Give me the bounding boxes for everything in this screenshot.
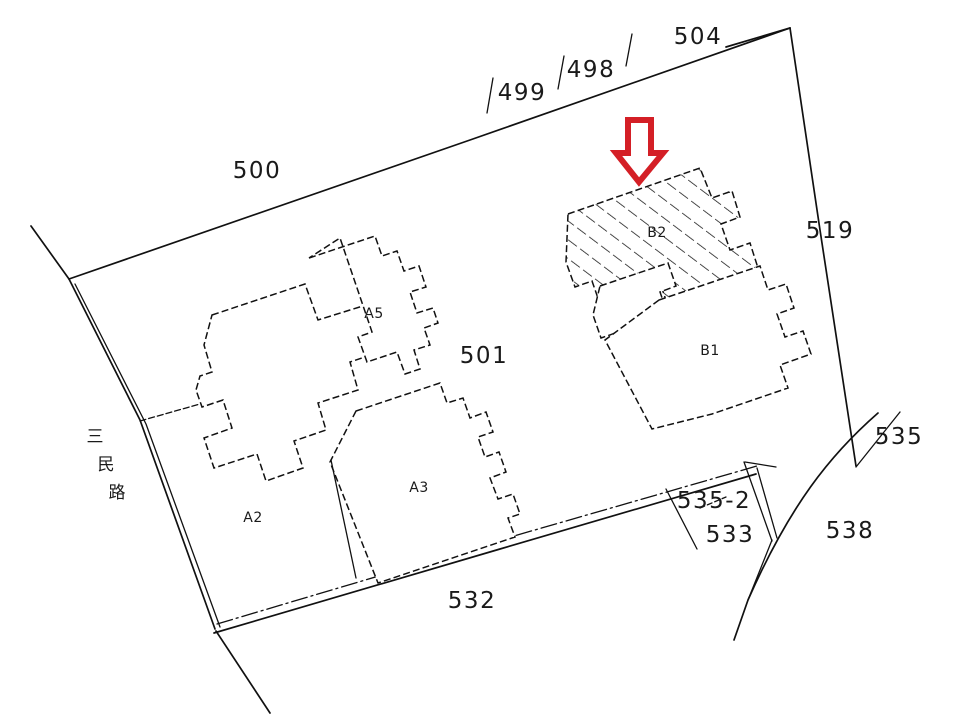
boundary-left: [68, 278, 216, 630]
divider-533-right-b: [756, 467, 778, 539]
divider-533-left: [665, 488, 698, 550]
parcel-label-501: 501: [460, 343, 508, 369]
road-lower-segment: [215, 630, 271, 714]
building-label-a5: A5: [364, 306, 383, 322]
divider-535-2-lead: [699, 496, 727, 509]
building-label-a3: A3: [409, 480, 428, 496]
arc-tie-533-538: [747, 539, 773, 601]
building-label-b1: B1: [700, 343, 720, 359]
building-label-a2: A2: [243, 510, 262, 526]
parcel-label-535-2: 535-2: [677, 488, 751, 514]
parcel-label-498: 498: [567, 57, 615, 83]
parcel-label-535: 535: [875, 424, 923, 450]
boundary-top-main: [68, 27, 791, 280]
arc-boundary-538: [733, 412, 879, 641]
parcel-label-504: 504: [674, 24, 722, 50]
boundary-right: [789, 27, 857, 467]
building-block-a: [139, 235, 521, 584]
parcel-label-500: 500: [233, 158, 281, 184]
parcel-label-538: 538: [826, 518, 874, 544]
building-label-b2: B2: [647, 225, 667, 241]
street-char-2: 民: [98, 455, 115, 475]
street-name-sanmin-road: 三 民 路: [87, 427, 126, 503]
tick-divider-498-504: [625, 33, 633, 67]
building-block-b: [565, 167, 812, 430]
parcel-label-519: 519: [806, 218, 854, 244]
parcel-label-532: 532: [448, 588, 496, 614]
divider-533-top: [744, 461, 777, 468]
lead-line-a2-road: [139, 403, 201, 422]
highlight-arrow-group: [609, 117, 670, 187]
building-footprint-a5: [308, 235, 439, 375]
street-char-3: 路: [109, 483, 126, 503]
down-arrow-icon: [609, 117, 670, 187]
tick-divider-499-left: [486, 77, 494, 114]
parcel-label-533: 533: [706, 522, 754, 548]
building-footprint-a3: [329, 382, 521, 584]
boundary-top-left-arm: [30, 225, 70, 280]
parcel-label-499: 499: [498, 80, 546, 106]
road-inner-edge: [74, 283, 221, 628]
tick-divider-499-498: [557, 55, 565, 90]
tick-535: [855, 411, 901, 468]
parcel-number-labels: 500 499 498 504 519 501 535 535-2 533 53…: [233, 24, 923, 614]
boundary-504-upper: [725, 27, 791, 48]
street-char-1: 三: [87, 427, 104, 447]
divider-533-right-a: [743, 461, 773, 542]
building-labels: A5 A3 A2 B2 B1: [243, 225, 720, 526]
divider-a2-a3: [330, 459, 357, 579]
building-footprint-b1: [604, 265, 812, 430]
parcel-boundaries: [30, 27, 901, 714]
